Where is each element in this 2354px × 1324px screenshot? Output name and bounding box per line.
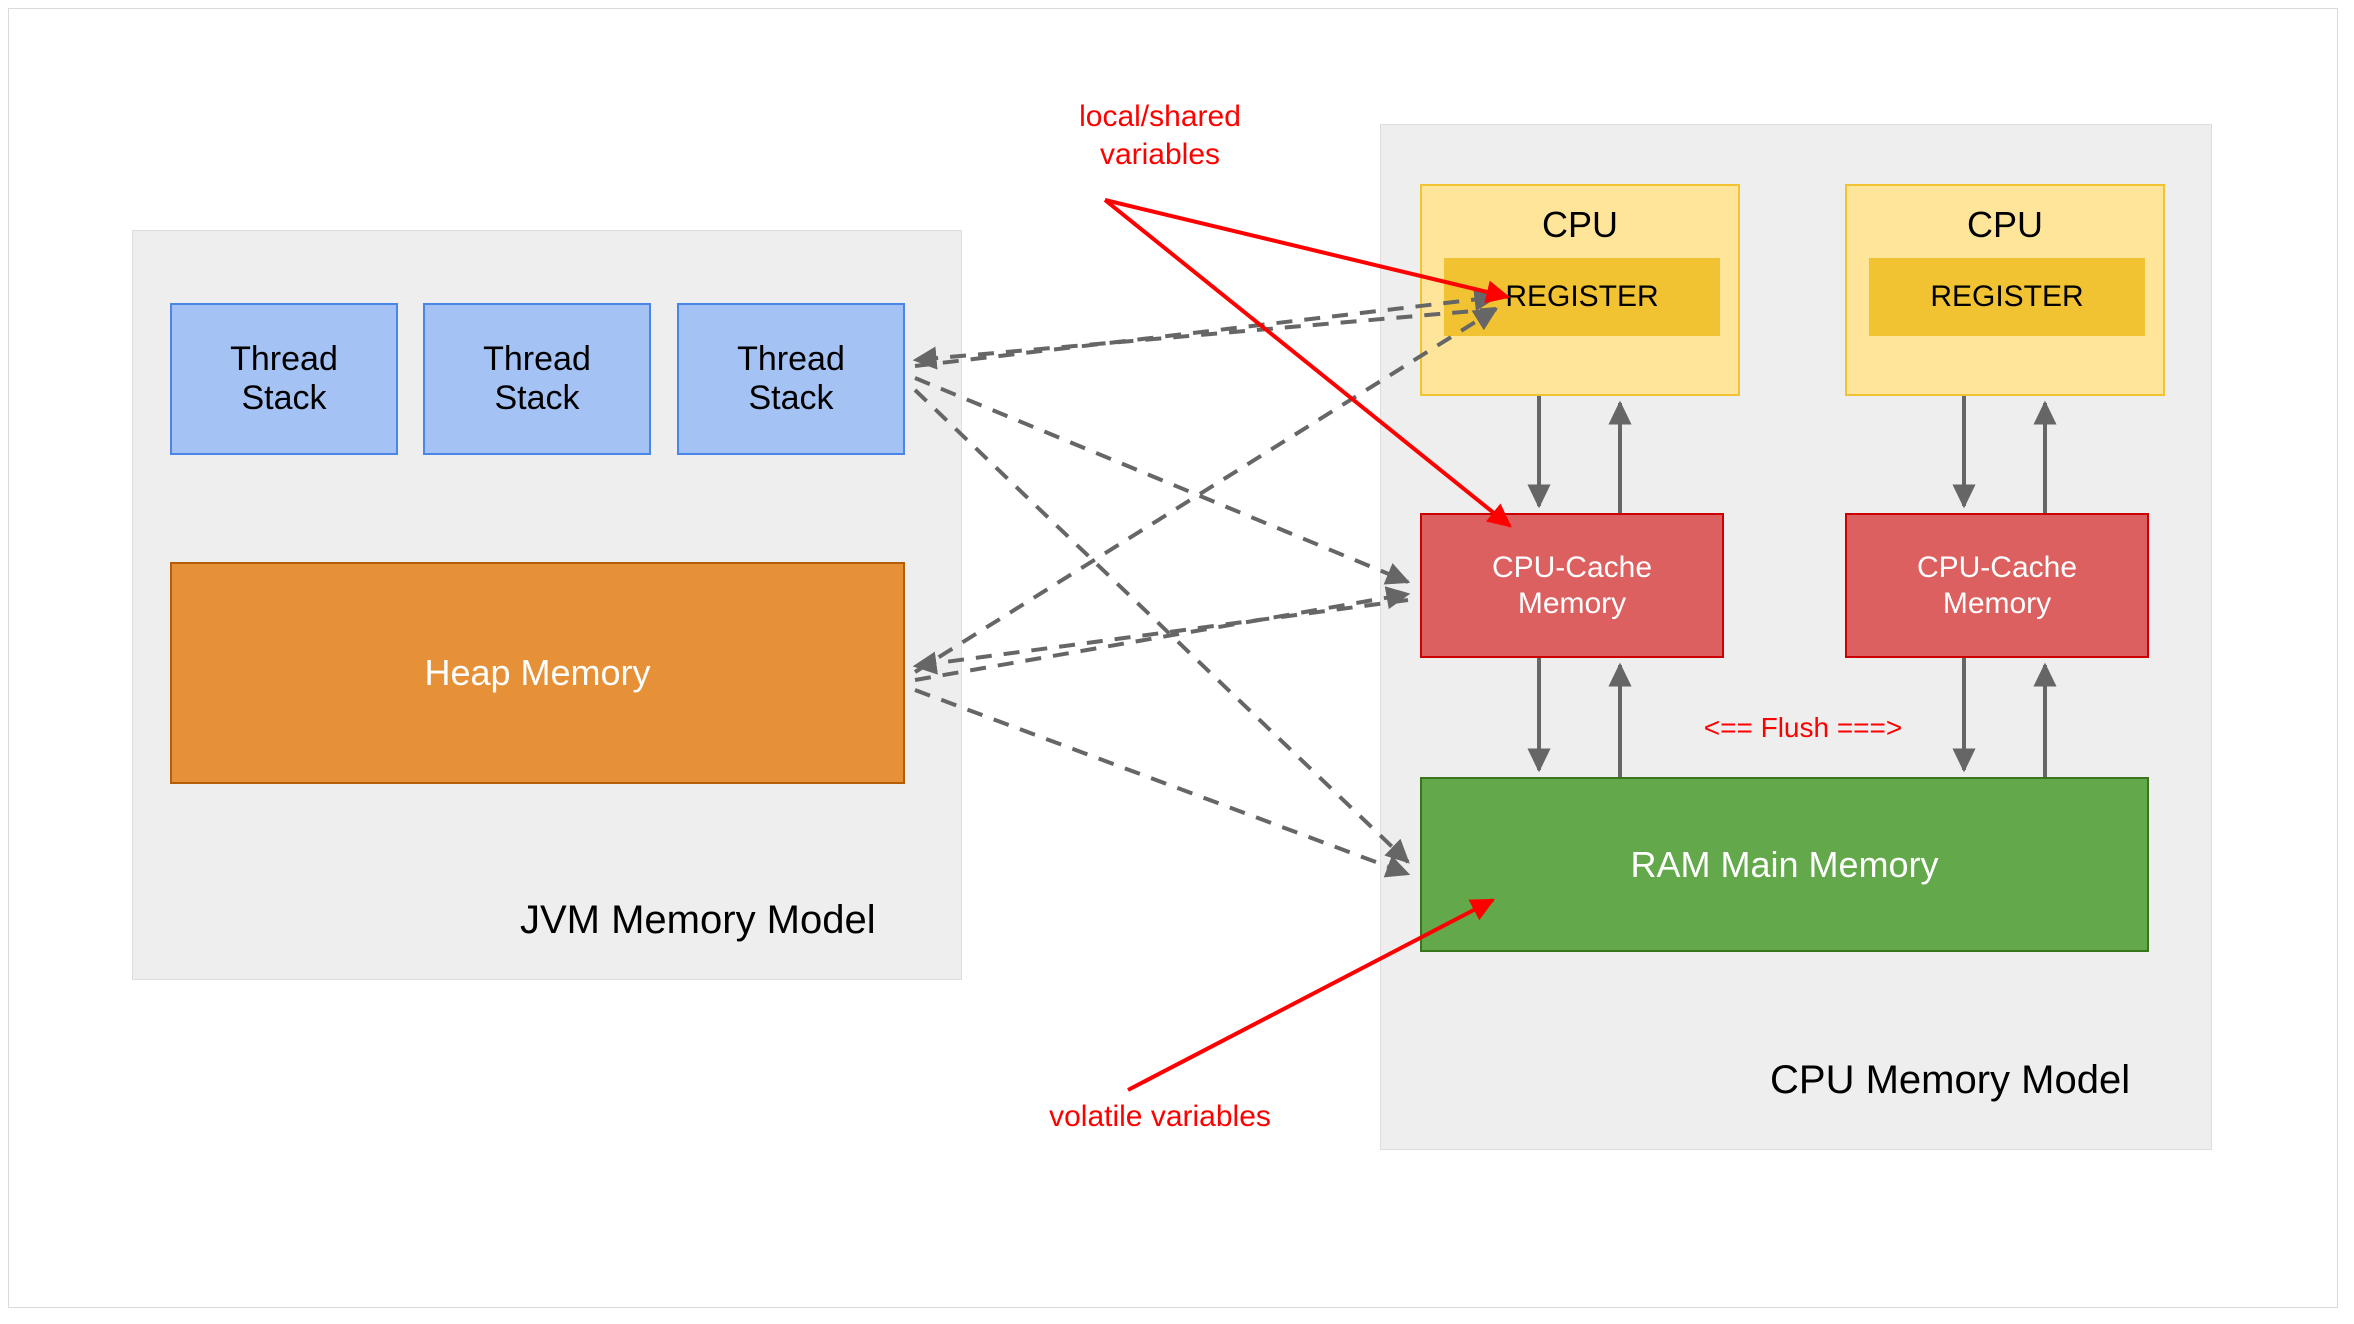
thread-stack-label: Thread Stack — [483, 339, 591, 417]
cpu-title: CPU — [1966, 204, 2043, 245]
cpu-cache-label: CPU-Cache Memory — [1491, 550, 1653, 620]
flush-label: <== Flush ===> — [1703, 712, 1903, 743]
heap-memory-label: Heap Memory — [424, 652, 651, 693]
thread-stack-label: Thread Stack — [230, 339, 338, 417]
volatile-variables-annotation: volatile variables — [1049, 1100, 1271, 1133]
thread-stack-box-3[interactable]: Thread Stack — [677, 303, 905, 455]
ram-main-memory-box[interactable]: RAM Main Memory — [1420, 777, 2149, 952]
cpu-register-1[interactable]: REGISTER — [1444, 258, 1720, 336]
thread-stack-label: Thread Stack — [737, 339, 845, 417]
cpu-cache-label: CPU-Cache Memory — [1916, 550, 2078, 620]
jvm-memory-model-label: JVM Memory Model — [520, 898, 876, 942]
thread-stack-box-2[interactable]: Thread Stack — [423, 303, 651, 455]
thread-stack-box-1[interactable]: Thread Stack — [170, 303, 398, 455]
heap-memory-box[interactable]: Heap Memory — [170, 562, 905, 784]
cpu-register-2[interactable]: REGISTER — [1869, 258, 2145, 336]
ram-main-memory-label: RAM Main Memory — [1630, 843, 1939, 885]
cpu-cache-memory-box-1[interactable]: CPU-Cache Memory — [1420, 513, 1724, 658]
local-shared-variables-annotation: local/shared variables — [1079, 100, 1241, 171]
cpu-memory-model-label: CPU Memory Model — [1770, 1058, 2131, 1102]
cpu-cache-memory-box-2[interactable]: CPU-Cache Memory — [1845, 513, 2149, 658]
cpu-box-1[interactable]: CPU REGISTER — [1420, 184, 1740, 396]
register-label: REGISTER — [1930, 280, 2084, 313]
cpu-box-2[interactable]: CPU REGISTER — [1845, 184, 2165, 396]
register-label: REGISTER — [1505, 280, 1659, 313]
cpu-title: CPU — [1541, 204, 1618, 245]
